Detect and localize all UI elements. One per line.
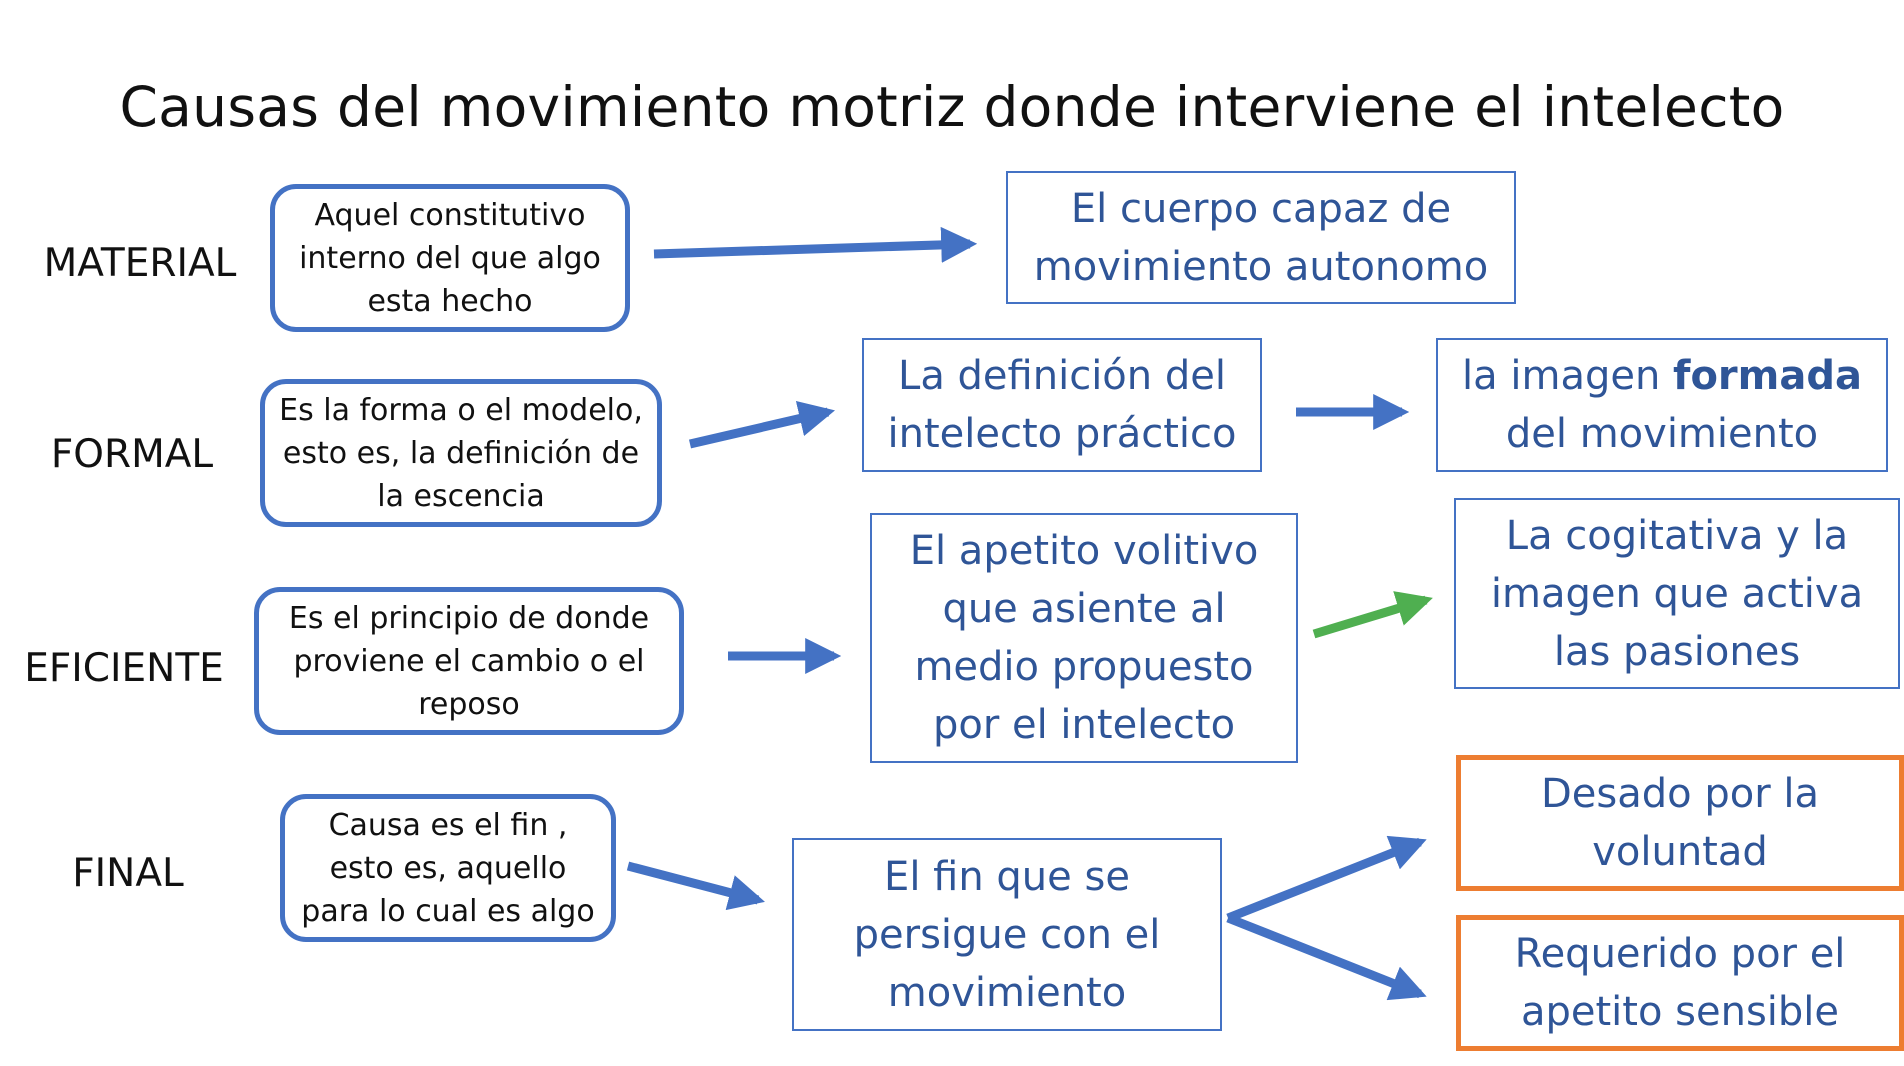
target-box-material: El cuerpo capaz de movimiento autonomo: [1006, 171, 1516, 304]
label-material: MATERIAL: [43, 240, 237, 286]
target-text-final: El fin que se persigue con el movimiento: [853, 853, 1161, 1016]
result-text-formal-prefix: la imagen: [1462, 353, 1674, 399]
arrow-final-branch-upper: [1226, 835, 1427, 923]
result-text-eficiente: La cogitativa y la imagen que activa las…: [1490, 512, 1864, 675]
page-title: Causas del movimiento motriz donde inter…: [119, 75, 1785, 139]
arrow-final-branch-lower: [1226, 913, 1427, 1001]
branch-box-upper: Desado por la voluntad: [1456, 755, 1904, 891]
label-formal: FORMAL: [50, 431, 214, 477]
arrow-final-to-target: [626, 861, 765, 911]
label-final: FINAL: [72, 850, 184, 896]
branch-text-lower: Requerido por el apetito sensible: [1514, 931, 1846, 1035]
branch-text-upper: Desado por la voluntad: [1541, 771, 1819, 875]
result-text-formal-suffix: del movimiento: [1505, 411, 1819, 457]
definition-text-eficiente: Es el principio de donde proviene el cam…: [288, 600, 650, 722]
target-box-final: El fin que se persigue con el movimiento: [792, 838, 1222, 1031]
definition-text-final: Causa es el fin , esto es, aquello para …: [301, 807, 595, 929]
definition-text-material: Aquel constitutivo interno del que algo …: [299, 197, 601, 319]
definition-box-formal: Es la forma o el modelo, esto es, la def…: [260, 379, 662, 527]
result-text-formal: la imagen formada del movimiento: [1454, 347, 1870, 463]
arrow-material-to-target: [653, 226, 978, 263]
definition-box-eficiente: Es el principio de donde proviene el cam…: [254, 587, 684, 735]
definition-box-final: Causa es el fin , esto es, aquello para …: [280, 794, 616, 942]
arrow-eficiente-to-result: [1312, 591, 1433, 639]
target-text-eficiente: El apetito volitivo que asiente al medio…: [909, 528, 1259, 748]
branch-box-lower: Requerido por el apetito sensible: [1456, 915, 1904, 1051]
arrow-formal-to-target: [688, 400, 836, 449]
definition-text-formal: Es la forma o el modelo, esto es, la def…: [279, 392, 643, 514]
result-box-eficiente: La cogitativa y la imagen que activa las…: [1454, 498, 1900, 689]
result-text-formal-bold: formada: [1673, 353, 1862, 399]
target-text-material: El cuerpo capaz de movimiento autonomo: [1033, 185, 1489, 290]
target-box-formal: La definición del intelecto práctico: [862, 338, 1262, 472]
definition-box-material: Aquel constitutivo interno del que algo …: [270, 184, 630, 332]
result-box-formal: la imagen formada del movimiento: [1436, 338, 1888, 472]
label-eficiente: EFICIENTE: [24, 645, 224, 691]
target-text-formal: La definición del intelecto práctico: [887, 353, 1237, 457]
target-box-eficiente: El apetito volitivo que asiente al medio…: [870, 513, 1298, 763]
